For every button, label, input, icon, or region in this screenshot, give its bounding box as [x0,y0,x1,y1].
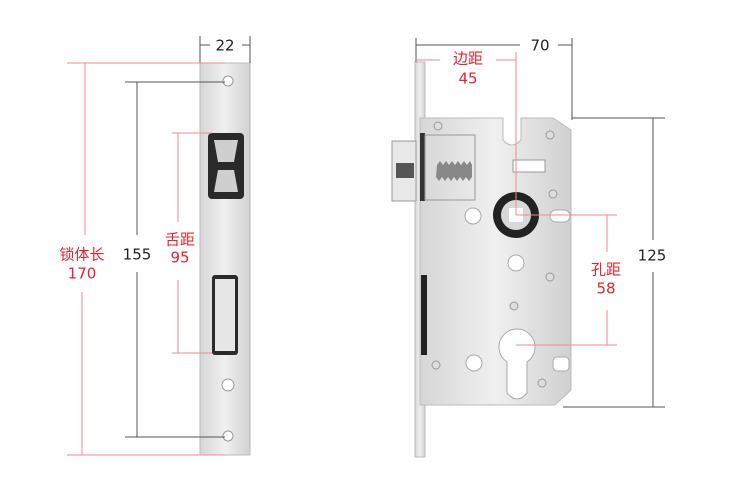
body-height-value: 125 [638,247,667,265]
faceplate-width: 22 [215,37,234,55]
backset-label: 边距 [453,50,483,68]
screw-hole [222,75,234,87]
deadbolt [421,275,427,355]
hole-distance-value: 58 [596,280,615,298]
deadbolt-opening [212,275,238,355]
body-length-label: 锁体长 [59,246,104,264]
faceplate [199,62,251,456]
body-depth-value: 70 [530,37,549,55]
hole-distance-label: 孔距 [591,261,621,279]
tongue-distance-label: 舌距 [165,231,195,249]
screw-hole [221,378,235,392]
screw-hole [222,430,234,442]
latch-bolt-opening [208,133,244,199]
latch-bolt [391,140,417,202]
latch-spring [424,134,476,201]
screw-spacing-value: 155 [123,246,152,264]
backset-value: 45 [458,70,477,88]
body-length-value: 170 [68,265,97,283]
cylinder-keyhole [498,328,536,400]
faceplate-view: 22 锁体长 170 155 舌距 95 [59,36,251,456]
tongue-distance-value: 95 [170,249,189,267]
lock-body-view: 70 边距 45 孔距 58 125 [391,37,667,458]
lock-case [419,117,572,406]
